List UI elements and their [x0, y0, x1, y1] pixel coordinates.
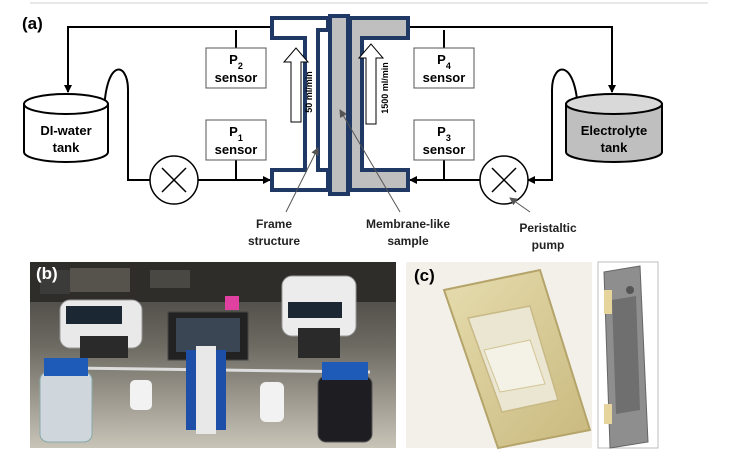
p1-word: sensor: [215, 142, 258, 157]
frame-label-2: structure: [248, 234, 300, 248]
left-flow-rate: 50 ml/min: [304, 71, 314, 113]
electrolyte-tank-label-2: tank: [601, 140, 629, 155]
p4-sub: 4: [446, 61, 451, 71]
electrolyte-tank: Electrolyte tank: [565, 93, 663, 163]
p3-name: P: [437, 124, 446, 139]
frame-label-1: Frame: [256, 217, 292, 231]
panel-a-label: (a): [22, 14, 43, 33]
right-pump-icon: [479, 155, 529, 205]
electrolyte-tank-label-1: Electrolyte: [581, 123, 647, 138]
p2-sensor-box: P2 sensor: [205, 47, 267, 89]
panel-c-label: (c): [414, 266, 435, 285]
right-frame-chamber: [348, 16, 410, 192]
left-pump-icon: [149, 155, 199, 205]
svg-text:P4: P4: [437, 52, 451, 71]
p3-sub: 3: [446, 133, 451, 143]
di-water-tank-label-1: DI-water: [40, 123, 91, 138]
p1-sub: 1: [238, 133, 243, 143]
membrane-label-1: Membrane-like: [366, 217, 450, 231]
svg-text:P1: P1: [229, 124, 243, 143]
svg-text:P2: P2: [229, 52, 243, 71]
svg-text:P3: P3: [437, 124, 451, 143]
p1-sensor-box: P1 sensor: [205, 119, 267, 161]
panel-b-label: (b): [36, 264, 58, 283]
lab-setup-photo: [30, 262, 396, 448]
membrane-label-2: sample: [387, 234, 429, 248]
p4-name: P: [437, 52, 446, 67]
p4-sensor-box: P4 sensor: [413, 47, 475, 89]
left-flow-arrow: 50 ml/min: [282, 47, 314, 123]
membrane-sample: [328, 14, 350, 196]
pump-label-1: Peristaltic: [519, 221, 577, 235]
p3-word: sensor: [423, 142, 466, 157]
p1-name: P: [229, 124, 238, 139]
di-water-tank: DI-water tank: [23, 93, 109, 163]
pump-label-2: pump: [532, 238, 565, 252]
p2-sub: 2: [238, 61, 243, 71]
p3-sensor-box: P3 sensor: [413, 119, 475, 161]
p4-word: sensor: [423, 70, 466, 85]
printed-part-photo: [406, 261, 659, 450]
p2-name: P: [229, 52, 238, 67]
right-flow-arrow: 1500 ml/min: [357, 43, 390, 125]
right-flow-rate: 1500 ml/min: [380, 62, 390, 114]
p2-word: sensor: [215, 70, 258, 85]
di-water-tank-label-2: tank: [53, 140, 81, 155]
